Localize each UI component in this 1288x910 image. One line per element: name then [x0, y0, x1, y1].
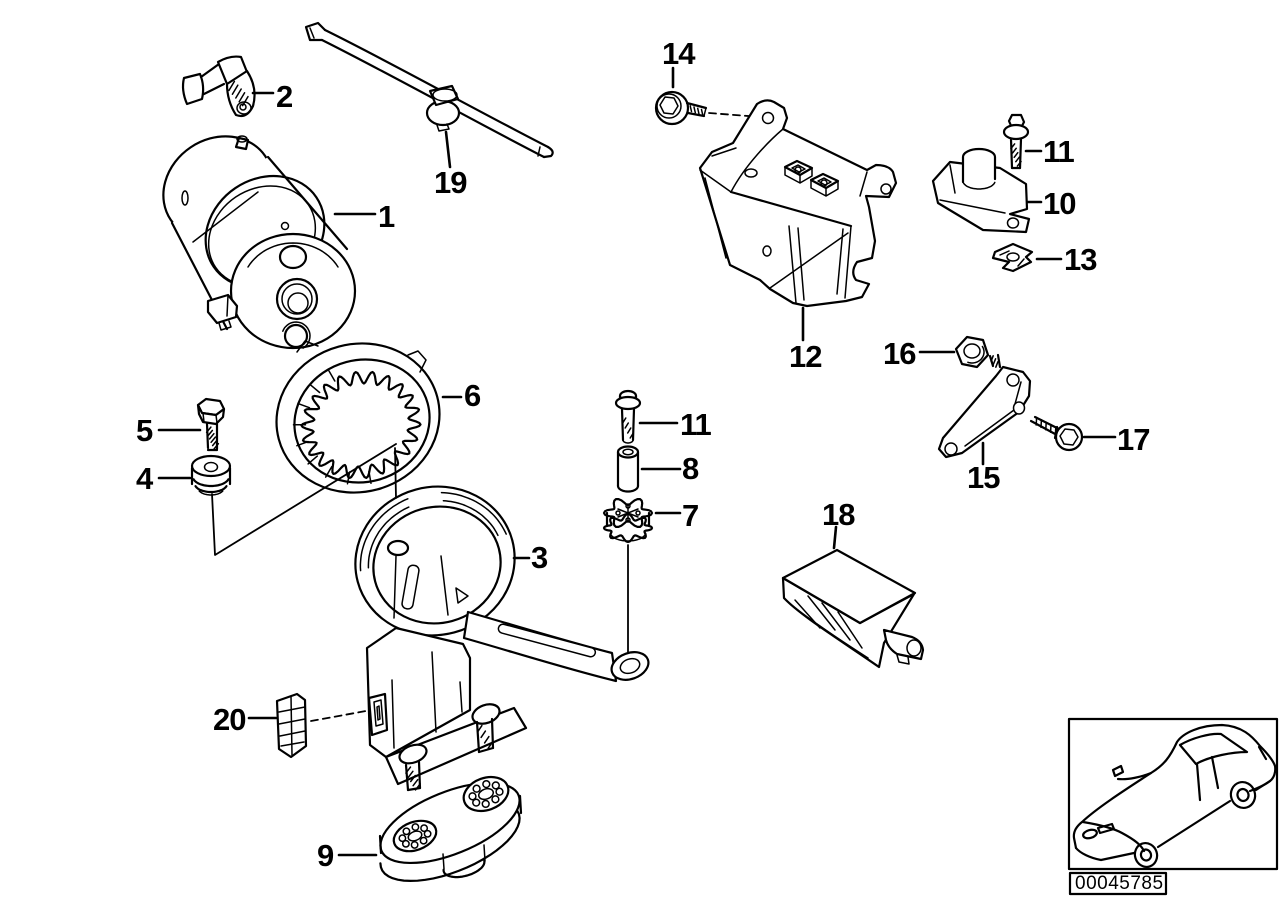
callout-13[interactable]: 13	[1035, 242, 1098, 277]
callout-18[interactable]: 18	[822, 497, 856, 550]
callout-5[interactable]: 5	[136, 413, 202, 448]
part-6-toothed-ring	[275, 340, 441, 494]
part-7-rubber-mount	[602, 498, 654, 544]
part-16-hex-nut	[954, 335, 990, 369]
callout-15-label[interactable]: 15	[967, 460, 1001, 495]
callout-20[interactable]: 20	[213, 702, 278, 737]
callout-12[interactable]: 12	[789, 306, 822, 374]
callout-1[interactable]: 1	[333, 199, 396, 234]
callout-1-label[interactable]: 1	[378, 199, 396, 234]
callout-10[interactable]: 10	[1026, 186, 1076, 221]
callout-3[interactable]: 3	[512, 540, 549, 575]
callout-7[interactable]: 7	[654, 498, 699, 533]
callout-6[interactable]: 6	[441, 378, 482, 413]
part-9-damper-base	[378, 775, 523, 882]
callout-14-label[interactable]: 14	[662, 36, 697, 71]
part-17-screw	[1029, 415, 1084, 452]
part-15-bracket-plate	[937, 353, 1032, 459]
callout-7-label[interactable]: 7	[682, 498, 699, 533]
callout-18-label[interactable]: 18	[822, 497, 856, 532]
part-11-bolt-top	[1002, 113, 1030, 170]
part-20-connector	[275, 692, 308, 759]
callout-11-middle[interactable]: 11	[638, 407, 713, 442]
part-19-rod	[304, 21, 554, 159]
car-inset-frame	[1067, 717, 1279, 871]
callout-13-label[interactable]: 13	[1064, 242, 1098, 277]
car-inset: 00045785	[1067, 717, 1279, 896]
part-11-bolt-middle	[614, 389, 642, 444]
callout-9-label[interactable]: 9	[317, 838, 335, 873]
callout-17[interactable]: 17	[1082, 422, 1150, 457]
mount-position-pointer-line	[211, 443, 397, 556]
callout-16[interactable]: 16	[883, 336, 956, 371]
callout-14[interactable]: 14	[662, 36, 697, 89]
callout-8-label[interactable]: 8	[682, 451, 700, 486]
assembly-leader-lines	[211, 443, 629, 722]
part-18-relay	[781, 548, 925, 669]
callout-15[interactable]: 15	[967, 441, 1001, 495]
connector-assembly-line	[310, 710, 367, 722]
callout-2-label[interactable]: 2	[276, 79, 293, 114]
part-14-bolt	[654, 90, 762, 126]
car-side-outline-icon	[1072, 723, 1277, 869]
callout-4[interactable]: 4	[136, 461, 192, 496]
part-1-compressor	[162, 135, 357, 350]
callout-6-label[interactable]: 6	[464, 378, 482, 413]
callout-10-label[interactable]: 10	[1043, 186, 1076, 221]
callout-5-label[interactable]: 5	[136, 413, 154, 448]
callout-12-label[interactable]: 12	[789, 339, 822, 374]
callout-11-top-label[interactable]: 11	[1043, 134, 1076, 169]
callout-11-top[interactable]: 11	[1024, 134, 1076, 169]
callout-19[interactable]: 19	[434, 130, 468, 200]
image-code-box	[1068, 871, 1168, 896]
callout-9[interactable]: 9	[317, 838, 378, 873]
callout-11-middle-label[interactable]: 11	[680, 407, 713, 442]
part-5-bolt	[196, 397, 226, 452]
ring-alignment-line	[394, 447, 397, 499]
callout-2[interactable]: 2	[251, 79, 293, 114]
part-13-clip-nut	[991, 242, 1034, 273]
callout-20-label[interactable]: 20	[213, 702, 246, 737]
part-2-valve-fitting	[181, 55, 256, 118]
callout-8[interactable]: 8	[640, 451, 700, 486]
part-10-sensor	[931, 147, 1031, 234]
callout-17-label[interactable]: 17	[1117, 422, 1150, 457]
part-4-grommet	[190, 454, 232, 496]
callout-16-label[interactable]: 16	[883, 336, 917, 371]
callout-4-label[interactable]: 4	[136, 461, 155, 496]
part-8-spacer-sleeve	[616, 445, 640, 493]
callout-3-label[interactable]: 3	[531, 540, 549, 575]
part-12-support-bracket	[698, 99, 898, 308]
callout-19-label[interactable]: 19	[434, 165, 468, 200]
image-code: 00045785	[1075, 873, 1164, 894]
part-3-holder	[354, 485, 650, 792]
